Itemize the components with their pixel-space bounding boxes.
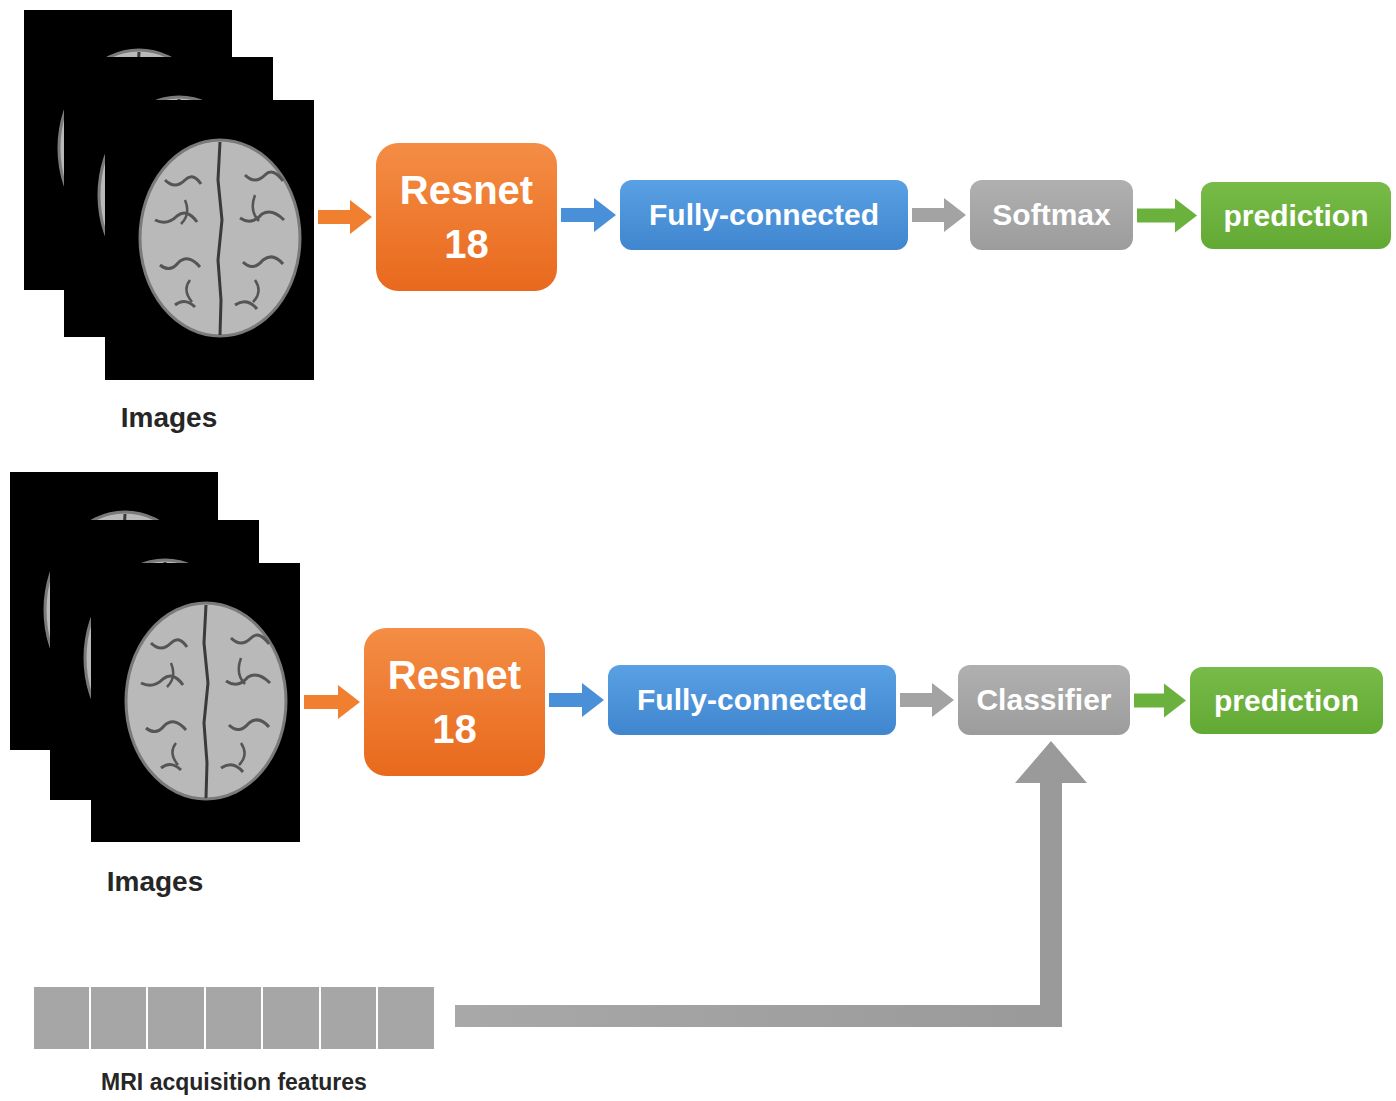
backbone-box: Resnet 18	[364, 628, 545, 776]
flow-arrow	[561, 198, 616, 232]
flow-arrow	[318, 200, 372, 234]
softmax-box: Softmax	[970, 180, 1133, 250]
node-label: MRI acquisition features	[101, 1069, 367, 1096]
backbone-box: Resnet 18	[376, 143, 557, 291]
flow-arrow	[549, 683, 604, 717]
node-label: Images	[107, 866, 204, 898]
classifier-box: Classifier	[958, 665, 1130, 735]
feature-vector	[33, 986, 435, 1050]
flow-arrow	[304, 685, 360, 719]
flow-arrow	[1134, 684, 1186, 718]
layer-box: Fully-connected	[608, 665, 896, 735]
flow-arrow	[912, 198, 966, 232]
node-label: Images	[121, 402, 218, 434]
image-input: Images	[10, 472, 300, 898]
image-input: Images	[24, 10, 314, 434]
layer-box: Fully-connected	[620, 180, 908, 250]
output-box: prediction	[1201, 182, 1391, 249]
image-stack	[24, 10, 314, 380]
node-label: Fully-connected	[637, 682, 867, 718]
output-box: prediction	[1190, 667, 1383, 734]
flow-arrow	[455, 741, 1087, 1027]
node-label: Resnet 18	[392, 163, 542, 271]
flow-arrow	[900, 683, 954, 717]
image-stack	[10, 472, 300, 842]
feature-input: MRI acquisition features	[33, 986, 435, 1096]
node-label: Classifier	[976, 682, 1111, 718]
flow-arrow	[1137, 199, 1197, 233]
node-label: Fully-connected	[649, 197, 879, 233]
node-label: Softmax	[992, 197, 1110, 233]
node-label: prediction	[1223, 198, 1368, 234]
node-label: prediction	[1214, 683, 1359, 719]
node-label: Resnet 18	[380, 648, 530, 756]
